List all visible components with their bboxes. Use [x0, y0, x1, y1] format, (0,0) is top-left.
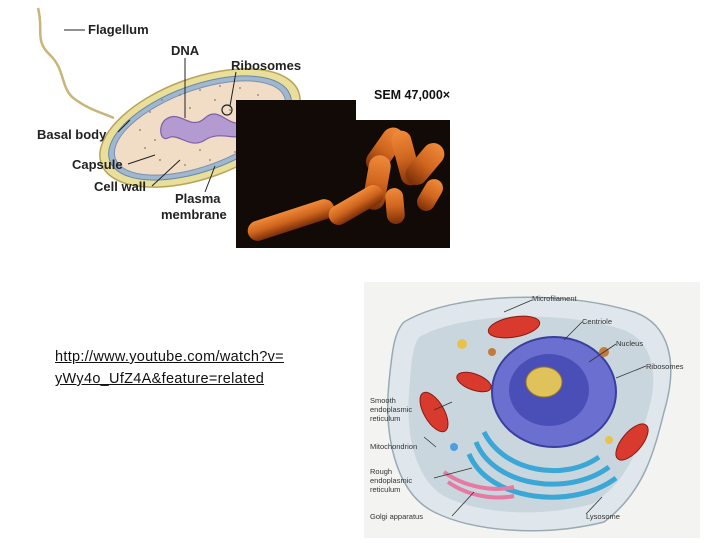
flagellum-shape: [36, 7, 115, 120]
cell-wall-label: Cell wall: [94, 179, 147, 194]
cell-leader-lines: [423, 299, 647, 517]
video-link-line-2[interactable]: yWy4o_UfZ4A&feature=related: [55, 371, 265, 387]
sem-micrograph: SEM 47,000×: [236, 88, 450, 248]
video-link-line-1[interactable]: http://www.youtube.com/watch?v=: [55, 349, 284, 365]
eukaryotic-cell-diagram: Microfilament Centriole Nucleus Ribosome…: [364, 282, 700, 538]
lysosome-label: Lysosome: [586, 512, 620, 521]
cell-illustration: [364, 282, 700, 538]
sem-rods: [247, 127, 445, 241]
smooth-er-label: Smooth endoplasmic reticulum: [370, 396, 413, 423]
ribosomes-cell-label: Ribosomes: [646, 362, 684, 371]
dna-label: DNA: [171, 43, 200, 58]
nucleus-label: Nucleus: [616, 339, 644, 348]
video-link[interactable]: http://www.youtube.com/watch?v= yWy4o_Uf…: [55, 346, 345, 390]
nucleolus-shape: [525, 366, 563, 398]
rough-er-label: Rough endoplasmic reticulum: [370, 467, 413, 494]
er-shapes: [466, 430, 618, 500]
sem-label-bg: [356, 100, 450, 120]
golgi-shapes: [442, 470, 515, 500]
ribosome-highlight: [221, 104, 233, 116]
capsule-label: Capsule: [72, 157, 123, 172]
flagellum-label: Flagellum: [88, 22, 149, 37]
plasma-label: Plasma: [175, 191, 221, 206]
membrane-label: membrane: [161, 207, 227, 222]
centriole-label: Centriole: [582, 317, 613, 326]
leader-lines: [64, 29, 237, 193]
basal-body-label: Basal body: [37, 127, 107, 142]
ribosomes-label: Ribosomes: [231, 58, 302, 73]
sem-magnification-label: SEM 47,000×: [374, 88, 451, 102]
microfilament-label: Microfilament: [532, 294, 577, 303]
mitochondria-shapes: [419, 315, 649, 461]
mitochondrion-label: Mitochondrion: [370, 442, 418, 451]
golgi-label: Golgi apparatus: [370, 512, 423, 521]
sem-image: [236, 100, 450, 248]
